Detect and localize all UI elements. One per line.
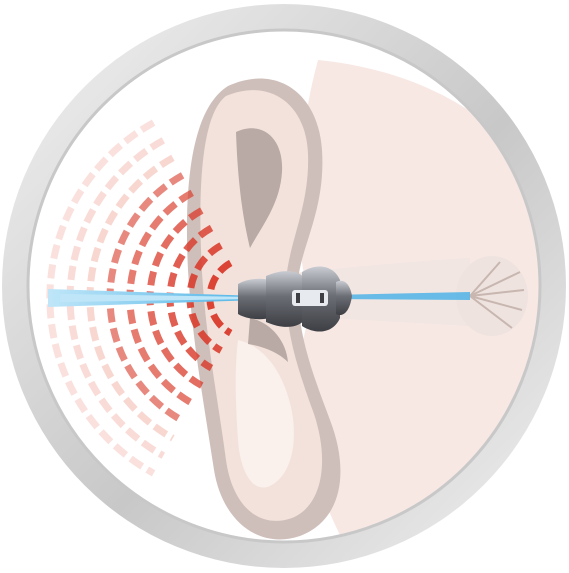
ear-cross-section-illustration — [0, 0, 569, 573]
ear-protection-diagram — [0, 0, 569, 573]
